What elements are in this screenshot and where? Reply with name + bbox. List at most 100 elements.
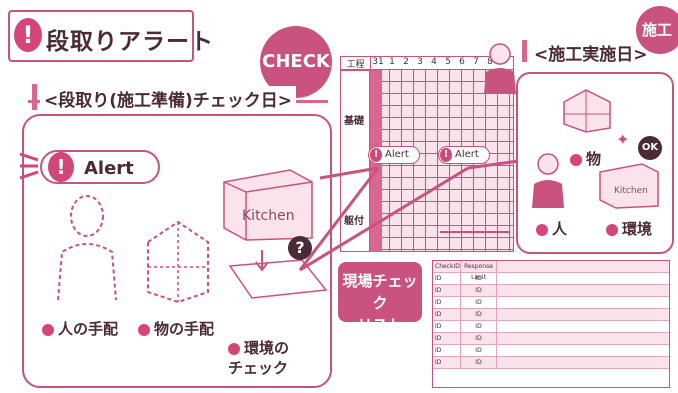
environment-label: 環境	[622, 220, 653, 238]
heading-marker-left	[32, 84, 37, 110]
schedule-row-fitting: 躯付	[344, 216, 364, 227]
bullet-icon	[606, 223, 618, 236]
bullet-icon	[536, 223, 548, 236]
environment-check-item: 環境の チェック	[228, 318, 289, 378]
schedule-alert-icon: !	[440, 148, 452, 162]
table-header: CheckID Response Limit	[433, 261, 669, 281]
site-checklist-line1: 現場チェック	[342, 272, 418, 312]
table-cell	[497, 285, 669, 296]
table-cell	[497, 321, 669, 332]
worker-icon	[484, 43, 516, 94]
worker-right-icon	[532, 153, 564, 208]
person-dashed-icon	[57, 195, 117, 301]
table-cell	[497, 273, 669, 284]
construction-bubble: 施工	[636, 6, 678, 54]
material-label: 物	[586, 150, 602, 168]
question-icon: ?	[288, 236, 312, 260]
kitchen-right-icon	[599, 163, 659, 209]
day-number: 8	[487, 57, 493, 67]
section-heading-execution: <施工実施日>	[530, 40, 652, 65]
ok-badge: OK	[638, 136, 662, 160]
table-cell: ID	[461, 297, 497, 308]
schedule-corner-label: 工程	[341, 57, 371, 70]
day-number: 5	[445, 57, 451, 67]
day-number: 6	[459, 57, 465, 67]
kitchen-label: Kitchen	[242, 208, 295, 224]
person-item: 人	[536, 218, 567, 239]
table-cell: ID	[461, 285, 497, 296]
day-number: 3	[417, 57, 423, 67]
table-cell: ID	[433, 333, 461, 344]
table-cell: ID	[433, 321, 461, 332]
schedule-row-header-column	[340, 70, 370, 252]
table-cell: ID	[433, 285, 461, 296]
material-arrangement-item: 物の手配	[138, 318, 214, 339]
section-heading-prep: <段取り(施工準備)チェック日>	[40, 86, 297, 111]
table-cell: ID	[433, 345, 461, 356]
material-boxes-icon	[563, 89, 611, 133]
kitchen-right-label: Kitchen	[614, 186, 648, 196]
schedule-row-foundation: 基礎	[344, 116, 364, 127]
table-cell: ID	[461, 345, 497, 356]
bullet-icon	[228, 342, 240, 355]
schedule-alert-icon: !	[370, 148, 382, 162]
table-cell	[497, 333, 669, 344]
schedule-alert-label: Alert	[455, 149, 479, 160]
header-cell	[497, 261, 669, 272]
table-cell: ID	[433, 357, 461, 368]
person-label: 人	[552, 220, 568, 238]
table-cell: ID	[461, 309, 497, 320]
sparkle-icon: ✦	[616, 130, 630, 149]
material-arrangement-label: 物の手配	[154, 320, 215, 338]
day-number: 31	[372, 57, 384, 67]
alert-burst-icon	[19, 152, 39, 180]
site-checklist-line2: リスト	[357, 316, 403, 334]
header-cell: Response Limit	[461, 261, 497, 281]
alert-exclamation-icon: !	[48, 152, 74, 182]
table-cell: ID	[433, 273, 461, 284]
site-checklist-badge: 現場チェック リスト	[338, 262, 422, 334]
material-item: 物	[570, 148, 601, 169]
alert-label: Alert	[84, 158, 134, 179]
bullet-icon	[42, 323, 54, 336]
header-cell: CheckID	[435, 261, 461, 272]
environment-item: 環境	[606, 218, 652, 239]
kitchen-box-icon	[223, 169, 313, 241]
table-cell: ID	[433, 309, 461, 320]
boxes-dashed-icon	[147, 220, 209, 304]
day-number: 2	[403, 57, 409, 67]
environment-check-label: 環境の チェック	[228, 339, 290, 377]
table-cell: ID	[461, 333, 497, 344]
exclamation-icon: !	[14, 18, 42, 52]
day-number: 7	[473, 57, 479, 67]
table-cell: ID	[461, 357, 497, 368]
table-cell: ID	[433, 297, 461, 308]
page-title: 段取りアラート	[46, 29, 214, 55]
schedule-alert-label: Alert	[385, 149, 409, 160]
table-cell: ID	[461, 321, 497, 332]
table-cell	[497, 345, 669, 356]
day-number: 1	[389, 57, 395, 67]
floor-plane-icon	[228, 250, 328, 299]
heading-marker-right	[522, 40, 527, 62]
bullet-icon	[570, 153, 582, 166]
staff-arrangement-item: 人の手配	[42, 318, 118, 339]
table-cell	[497, 309, 669, 320]
staff-arrangement-label: 人の手配	[58, 320, 119, 338]
table-cell	[497, 357, 669, 368]
table-cell	[497, 297, 669, 308]
table-cell: ID	[461, 273, 497, 284]
day-number: 4	[431, 57, 437, 67]
bullet-icon	[138, 323, 150, 336]
